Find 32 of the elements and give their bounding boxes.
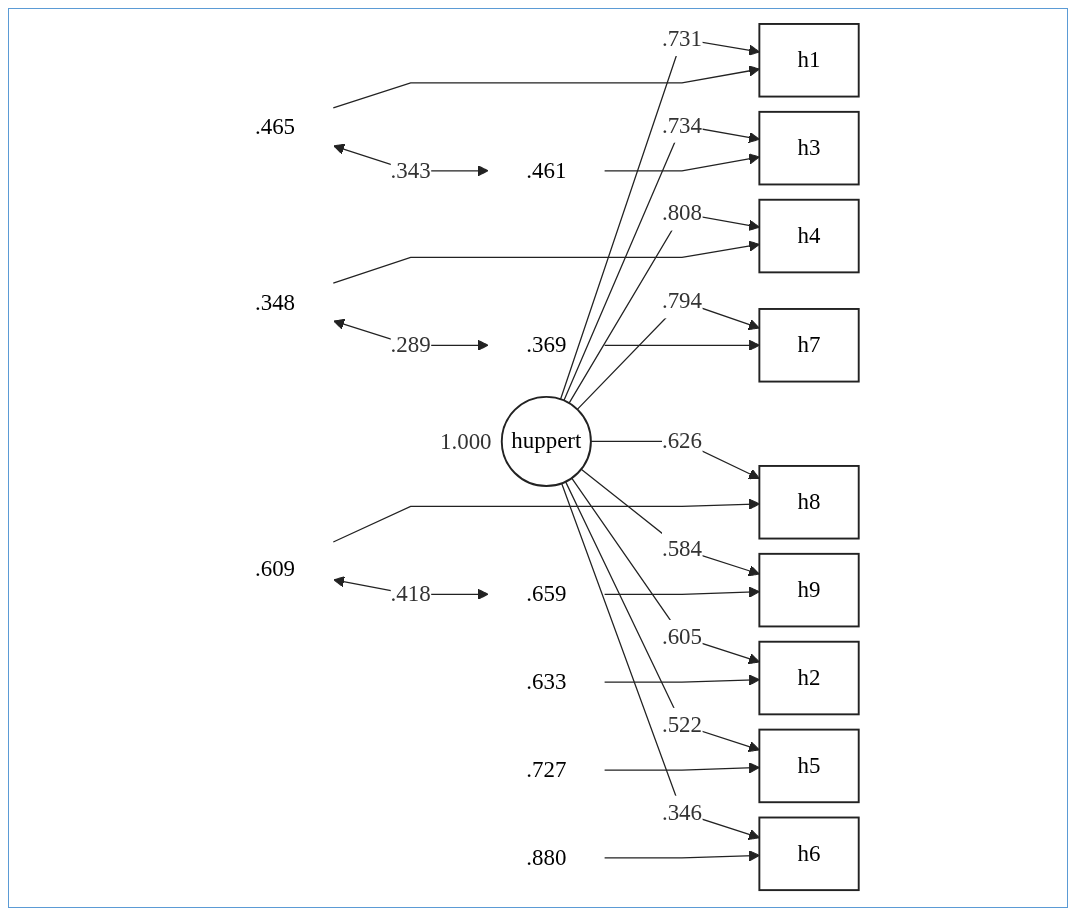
node-box: h3 [758,110,860,186]
edge-label: .584 [662,535,703,562]
node-box: h1 [758,23,860,98]
node-caption: 1.000 [440,429,492,455]
node-circle: huppert [501,395,593,487]
node-box: h9 [758,552,860,628]
node-text: .880 [526,844,567,871]
edge-label: .522 [662,711,703,737]
node-box: h2 [758,640,860,716]
node-text: .348 [255,289,296,315]
node-text: .727 [526,756,567,783]
edge-label: .731 [662,25,703,52]
node-text: .369 [526,331,567,358]
node-text: .633 [526,668,567,695]
node-text: .465 [255,113,296,139]
edge-label: .343 [390,157,431,183]
edge-label: .605 [662,623,703,650]
edge-label: .289 [390,331,431,358]
node-text: .659 [526,580,567,607]
node-box: h7 [758,308,860,383]
edge-label: .418 [390,580,431,607]
edge-label: .346 [662,799,703,825]
node-box: h4 [758,198,860,274]
edge-label: .794 [662,287,703,314]
node-box: h6 [758,816,860,892]
edge-label: .808 [662,200,703,226]
node-text: .461 [526,157,567,183]
node-box: h8 [758,465,860,540]
edge-label: .734 [662,112,703,138]
node-box: h5 [758,728,860,804]
edge-label: .626 [662,428,703,454]
node-text: .609 [255,555,296,581]
